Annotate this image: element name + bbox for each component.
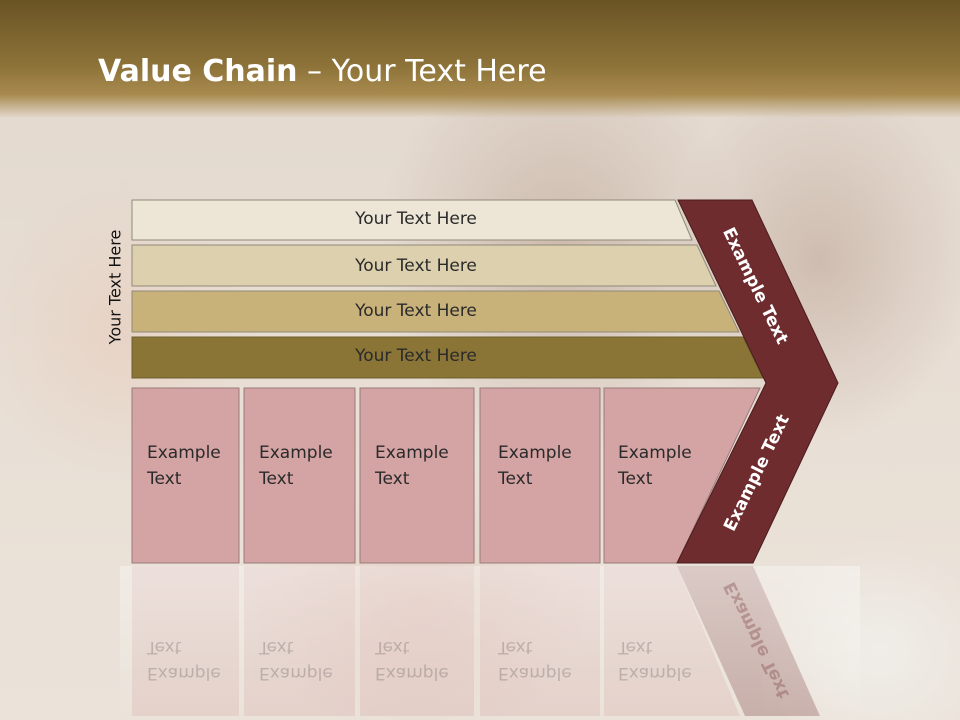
slide-title: Value Chain – Your Text Here	[98, 54, 547, 89]
row-label-2: Your Text Here	[355, 256, 477, 276]
row-bar-2	[131, 244, 717, 287]
box-4	[479, 387, 601, 564]
title-bold: Value Chain	[98, 54, 298, 89]
box-1	[131, 387, 240, 564]
title-bar	[0, 0, 960, 118]
row-label-1: Your Text Here	[355, 209, 477, 229]
chevron-shape	[676, 199, 839, 564]
box-3	[359, 387, 475, 564]
row-bar-3	[131, 290, 740, 333]
row-bar-1	[131, 199, 693, 241]
box-2	[243, 387, 356, 564]
row-label-3: Your Text Here	[355, 301, 477, 321]
row-label-4: Your Text Here	[355, 346, 477, 366]
title-rest: – Your Text Here	[297, 54, 547, 89]
row-bar-4	[131, 336, 764, 379]
